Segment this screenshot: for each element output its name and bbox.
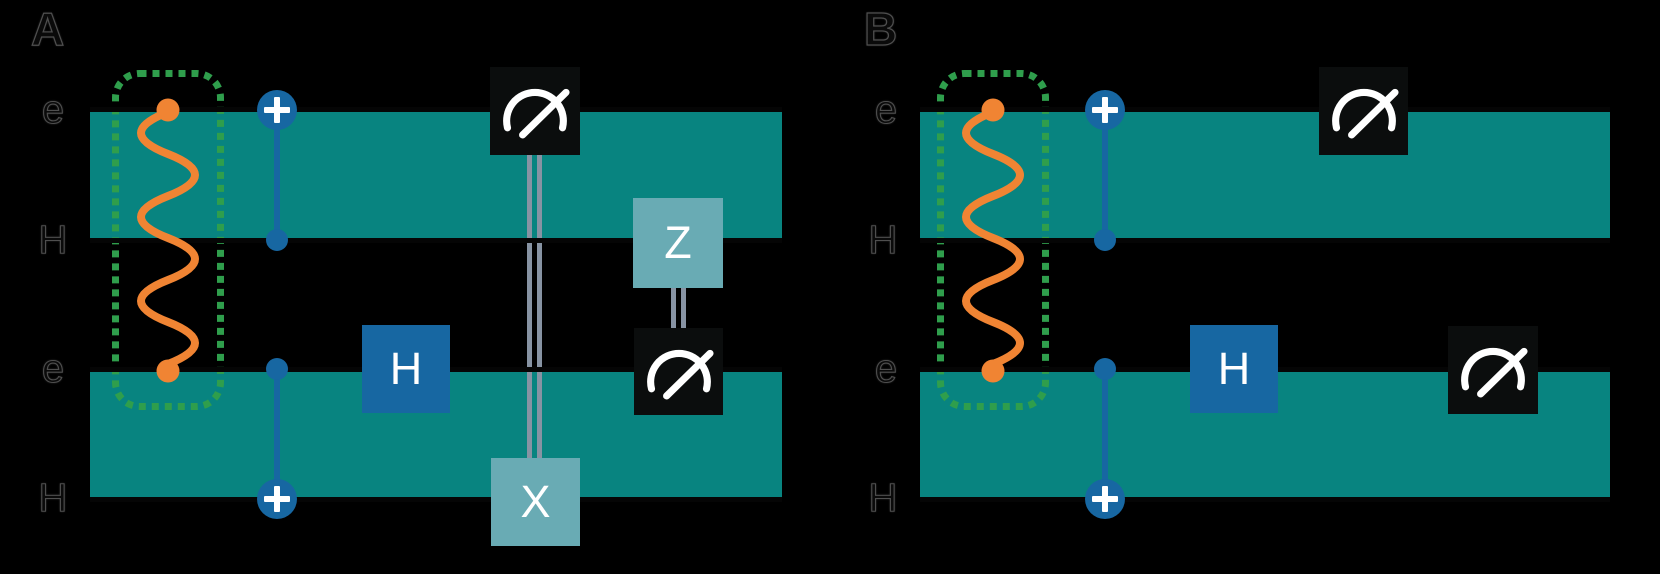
hadamard-gate: H: [362, 325, 450, 413]
qubit-wire-h-bottom: [920, 497, 1610, 502]
classical-wire-meas-to-x: [527, 155, 542, 458]
qubit-label-e-bottom: e: [874, 346, 898, 391]
pauli-z-gate: Z: [633, 198, 723, 288]
cnot-target-icon: [257, 479, 297, 519]
qubit-label-e-top: e: [41, 87, 65, 132]
cnot-control-dot: [1094, 229, 1116, 251]
entangled-qubit-dot-bottom: [981, 359, 1005, 383]
hadamard-gate: H: [1190, 325, 1278, 413]
entanglement-wave-icon: [137, 98, 199, 383]
entanglement-wave-icon: [962, 98, 1024, 383]
pauli-x-gate-label: X: [520, 476, 551, 527]
cnot-control-dot: [266, 229, 288, 251]
panel-b: B e H e H H: [828, 0, 1660, 574]
qubit-label-e-top: e: [874, 87, 898, 132]
hadamard-gate-label: H: [389, 343, 423, 394]
cnot-target-icon: [1085, 479, 1125, 519]
gauge-icon: [1331, 88, 1399, 139]
measurement-gate-bottom-e: [1448, 326, 1538, 414]
gauge-icon: [503, 88, 570, 139]
qubit-wire-h-top: [90, 238, 782, 243]
gauge-icon: [646, 349, 714, 399]
cnot-target-icon: [1085, 90, 1125, 130]
qubit-wire-h-bottom: [90, 497, 782, 502]
pauli-z-gate-label: Z: [664, 217, 692, 268]
cnot-control-dot: [266, 358, 288, 380]
qubit-wire-e-top: [920, 107, 1610, 112]
qubit-label-e-bottom: e: [41, 346, 65, 391]
classical-wire-meas-to-z: [671, 285, 686, 330]
measurement-gate-top-e: [490, 67, 580, 155]
entangled-qubit-dot-top: [156, 98, 180, 122]
panel-a-label: A: [30, 2, 65, 55]
pauli-x-gate: X: [491, 458, 580, 546]
panel-b-label: B: [863, 2, 898, 55]
molecule-band-top: [920, 112, 1610, 240]
cnot-target-icon: [257, 90, 297, 130]
qubit-wire-h-top: [920, 238, 1610, 243]
hadamard-gate-label: H: [1217, 343, 1251, 394]
qubit-label-h-bottom: H: [868, 475, 898, 520]
entangled-qubit-dot-top: [981, 98, 1005, 122]
entangled-qubit-dot-bottom: [156, 359, 180, 383]
gauge-icon: [1461, 347, 1528, 398]
qubit-label-h-top: H: [868, 217, 898, 262]
qubit-label-h-bottom: H: [38, 475, 68, 520]
measurement-gate-bottom-e: [634, 328, 723, 415]
measurement-gate-top-e: [1319, 67, 1408, 155]
qubit-label-h-top: H: [38, 217, 68, 262]
panel-a: A e H e H: [0, 0, 828, 574]
cnot-control-dot: [1094, 358, 1116, 380]
qubit-wire-e-top: [90, 107, 782, 112]
